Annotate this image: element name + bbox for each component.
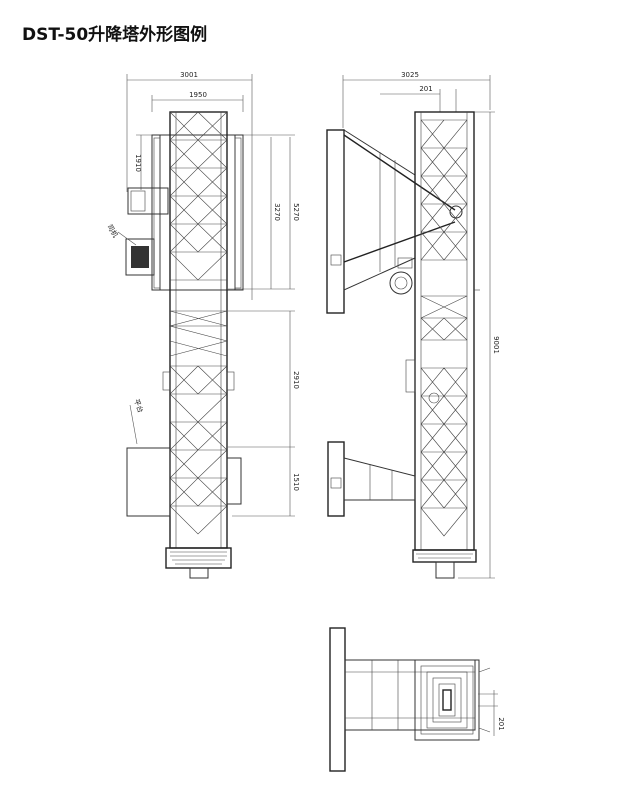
label-cab: 司机 bbox=[105, 223, 120, 240]
lower-hopper bbox=[343, 457, 416, 501]
right-bracket bbox=[226, 371, 235, 391]
lower-tie-rod bbox=[343, 221, 456, 263]
upper-flange-clamp bbox=[330, 254, 342, 266]
control-panel-screen bbox=[131, 246, 149, 268]
side-view: 3025 201 9001 bbox=[326, 71, 500, 579]
platform-box bbox=[126, 447, 171, 517]
plan-dim: 201 bbox=[478, 690, 505, 736]
plan-mast bbox=[414, 659, 480, 741]
dim-label-total-width: 3001 bbox=[180, 71, 198, 79]
upper-hopper bbox=[343, 129, 416, 291]
motor-hub bbox=[394, 276, 408, 290]
side-pulley bbox=[428, 392, 440, 404]
lower-flange-clamp bbox=[330, 477, 342, 489]
lower-flange bbox=[327, 441, 345, 517]
upper-tie-rod bbox=[343, 134, 456, 211]
dim-label-lower-section: 1510 bbox=[292, 473, 300, 491]
dim-top-height: 1910 bbox=[134, 134, 168, 190]
upper-frame-inner bbox=[159, 134, 236, 291]
plan-view: 201 bbox=[329, 627, 505, 772]
dim-label-inner-width: 1950 bbox=[189, 91, 207, 99]
dim-inner-width: 1950 bbox=[151, 91, 244, 112]
side-dim-label-total-width: 3025 bbox=[401, 71, 419, 79]
right-guide-rail bbox=[234, 137, 242, 289]
dim-label-top: 1910 bbox=[134, 154, 142, 172]
dim-right-chain: 3270 5270 2910 1510 bbox=[228, 134, 300, 517]
control-panel bbox=[125, 238, 155, 276]
motor-mount bbox=[397, 257, 413, 269]
mast-base bbox=[165, 547, 232, 569]
motor bbox=[389, 271, 413, 295]
label-platform: 平台 bbox=[132, 398, 145, 414]
pivot-pin bbox=[449, 205, 463, 219]
plan-center bbox=[442, 689, 452, 711]
dim-label-mid-section: 2910 bbox=[292, 371, 300, 389]
cab-box bbox=[127, 187, 169, 215]
upper-frame bbox=[151, 134, 244, 291]
right-box bbox=[226, 457, 242, 505]
side-dim-offset: 201 bbox=[380, 85, 457, 112]
side-dim-total-height: 9001 bbox=[458, 111, 500, 579]
side-dim-label-height: 9001 bbox=[492, 336, 500, 354]
upper-flange bbox=[326, 129, 345, 314]
side-base-foot bbox=[435, 561, 455, 579]
base-foot bbox=[189, 567, 209, 579]
page-title: DST-50升降塔外形图例 bbox=[22, 25, 208, 45]
left-guide-rail bbox=[153, 137, 161, 289]
side-dim-label-offset: 201 bbox=[419, 85, 432, 93]
left-bracket bbox=[162, 371, 171, 391]
side-mast-body bbox=[414, 111, 475, 551]
plan-dim-label: 201 bbox=[497, 717, 505, 730]
side-dim-total-width: 3025 bbox=[342, 71, 491, 128]
dim-label-upper-a: 3270 bbox=[273, 203, 281, 221]
plan-flange bbox=[329, 627, 346, 772]
side-base bbox=[412, 549, 477, 563]
plan-frame bbox=[344, 659, 476, 731]
side-bracket bbox=[405, 359, 416, 393]
mast-body bbox=[169, 111, 228, 549]
dim-label-upper-section: 5270 bbox=[292, 203, 300, 221]
cab-window bbox=[130, 190, 146, 212]
front-view: 3001 1950 1910 3270 5270 29 bbox=[105, 71, 300, 579]
dim-total-width: 3001 bbox=[126, 71, 253, 300]
